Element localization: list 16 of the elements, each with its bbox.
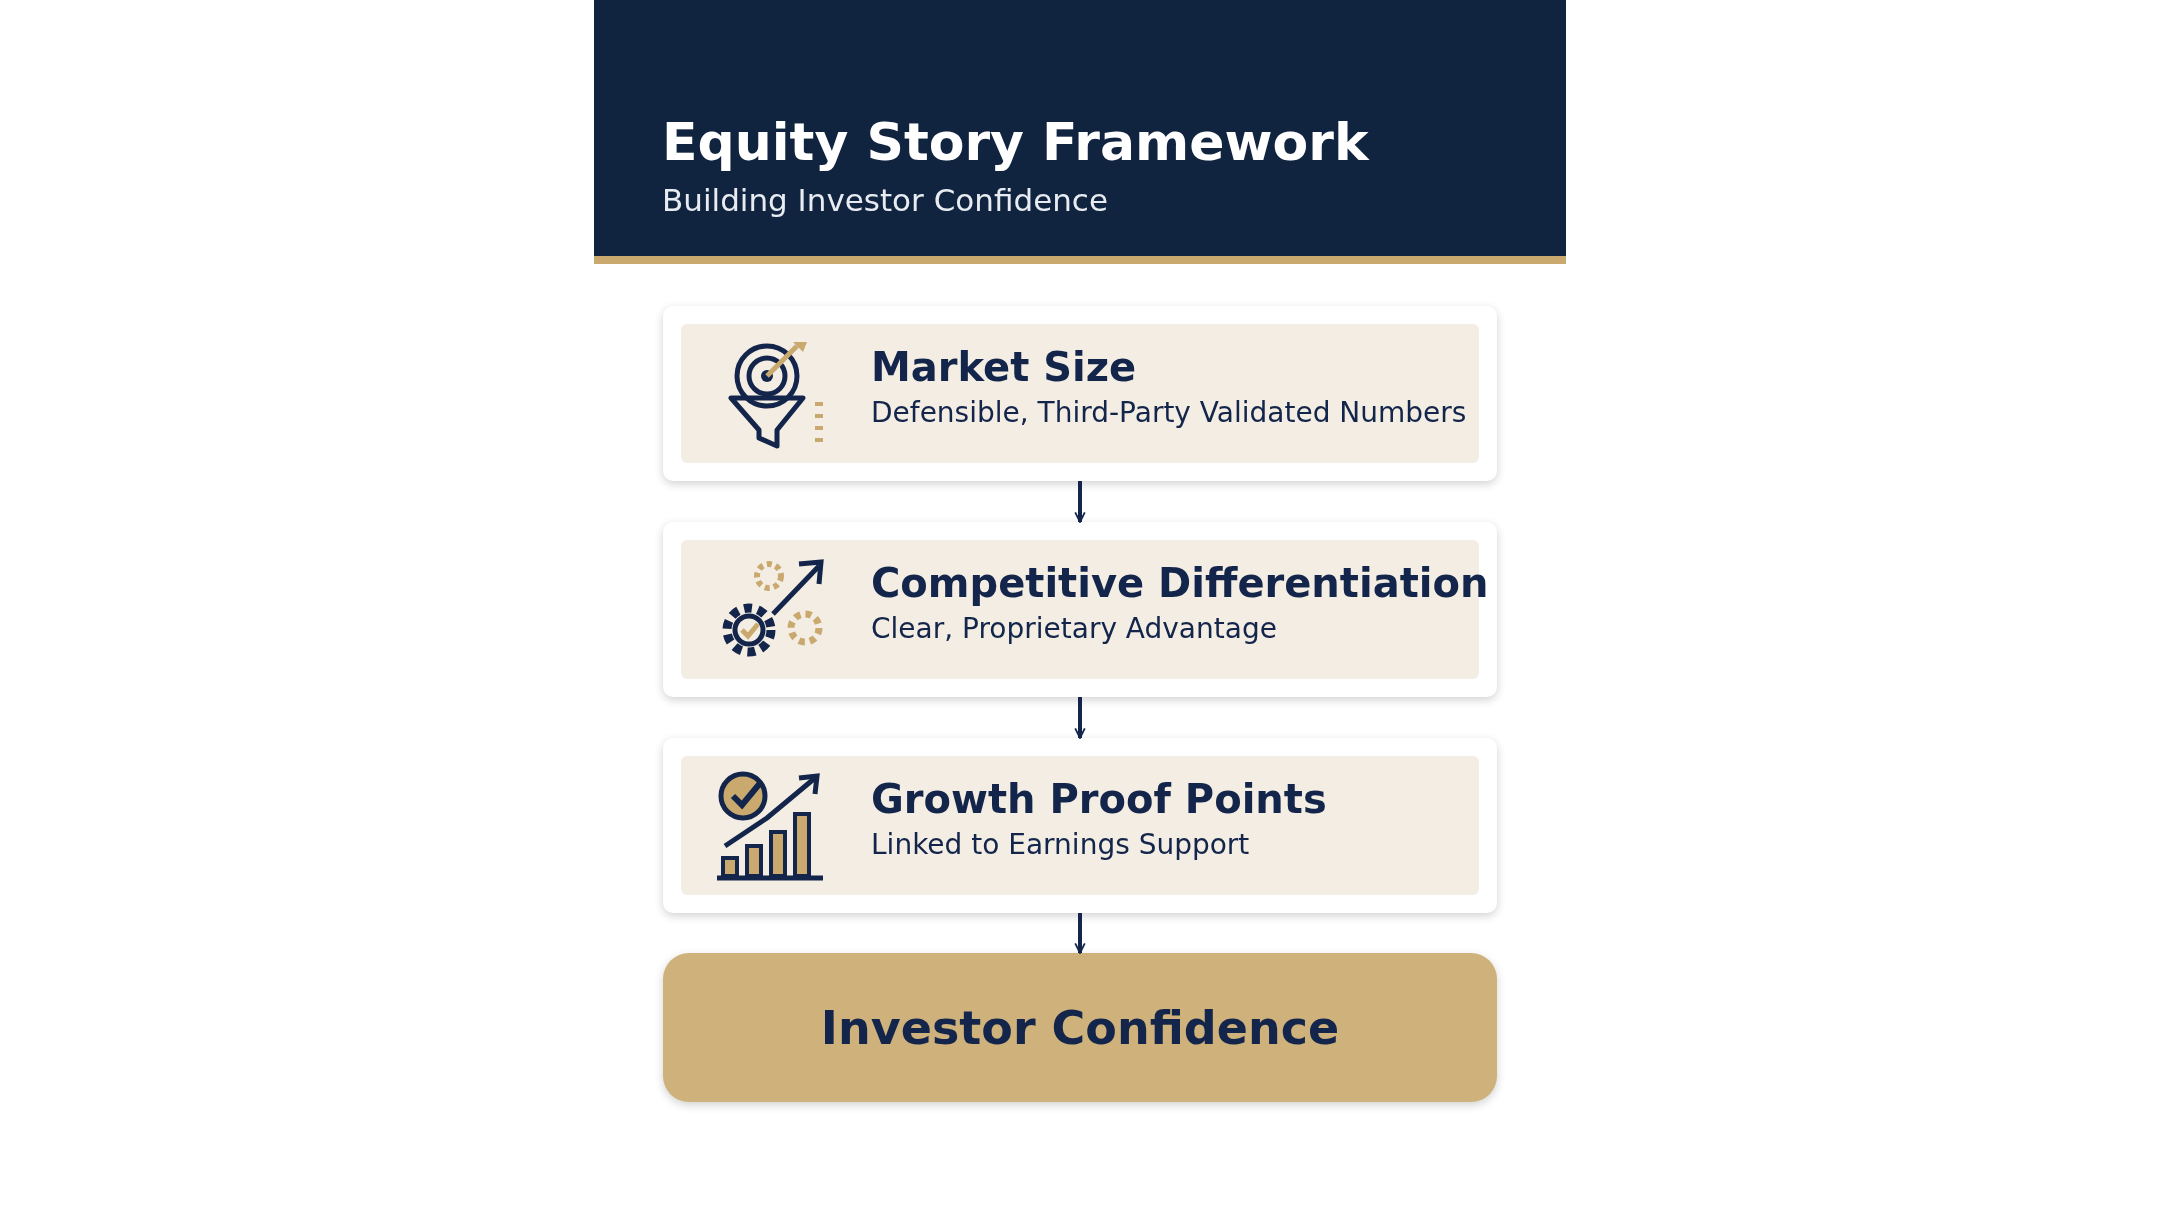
- step-card: [663, 306, 1497, 481]
- subtitle: Building Investor Confidence: [662, 182, 1108, 218]
- step-description: Defensible, Third-Party Validated Numbers: [871, 396, 1467, 429]
- step-heading: Competitive Differentiation: [871, 560, 1489, 606]
- step-heading: Market Size: [871, 344, 1137, 390]
- step-card: [663, 738, 1497, 913]
- outcome-box: [663, 953, 1497, 1102]
- outcome-heading: Investor Confidence: [820, 1000, 1340, 1055]
- title: Equity Story Framework: [662, 112, 1369, 172]
- step-description: Clear, Proprietary Advantage: [871, 612, 1277, 645]
- step-description: Linked to Earnings Support: [871, 828, 1250, 861]
- arrow: [1074, 481, 1086, 523]
- arrow: [1074, 913, 1086, 954]
- step-heading: Growth Proof Points: [871, 776, 1327, 822]
- arrow: [1074, 697, 1086, 739]
- step-card: [663, 522, 1497, 697]
